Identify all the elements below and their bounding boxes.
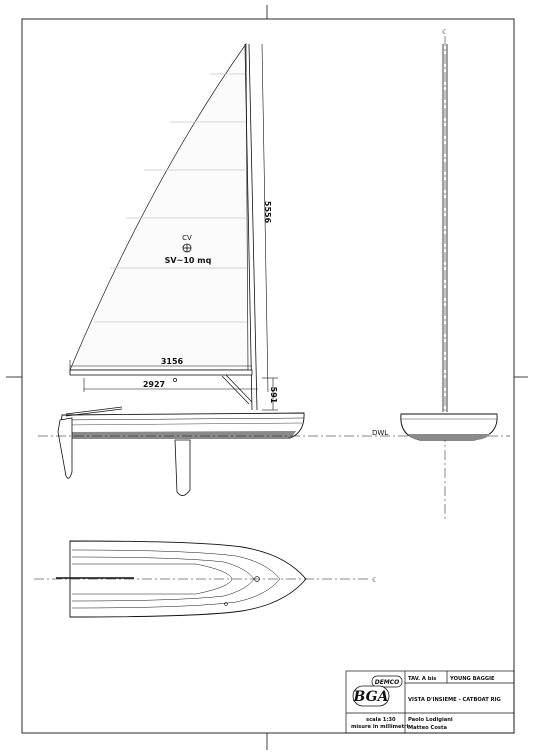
front-view: ☾ bbox=[400, 28, 498, 520]
boom bbox=[69, 369, 253, 376]
sheet-block bbox=[173, 378, 177, 382]
demco-bga-logo: DEMCO BGA bbox=[353, 675, 403, 707]
mast-height-dimension bbox=[261, 43, 269, 393]
front-mast-top-mark: ☾ bbox=[442, 28, 448, 36]
side-view: 5556 CV SV~10 mq 3156 2927 bbox=[57, 42, 305, 496]
svg-text:DEMCO: DEMCO bbox=[375, 679, 400, 686]
centre-of-effort-marker bbox=[182, 243, 192, 253]
hull-side bbox=[60, 412, 305, 439]
waterline-label: DWL bbox=[372, 429, 388, 437]
sail-batten-lines bbox=[94, 73, 247, 323]
sheet-frame bbox=[6, 5, 528, 750]
boom-height-label: 591 bbox=[269, 387, 278, 404]
cv-label: CV bbox=[182, 234, 192, 242]
drawing-units: misure in millimetri bbox=[351, 724, 409, 730]
front-mast bbox=[442, 44, 448, 412]
boom-height-dimension bbox=[262, 377, 278, 411]
front-hull bbox=[400, 413, 498, 441]
boom-length-label: 3156 bbox=[161, 357, 184, 366]
drawing-scale: scala 1:30 bbox=[366, 717, 396, 723]
sail-area-label: SV~10 mq bbox=[165, 256, 212, 265]
foot-length-dimension bbox=[83, 378, 258, 392]
plan-view: ☾ bbox=[34, 540, 378, 618]
author-1: Paolo Lodigiani bbox=[408, 717, 453, 723]
plan-mast-step bbox=[254, 576, 260, 582]
mast-height-label: 5556 bbox=[263, 201, 272, 224]
sail bbox=[69, 42, 249, 371]
tiller bbox=[65, 406, 123, 417]
svg-text:BGA: BGA bbox=[353, 689, 389, 705]
mast bbox=[244, 43, 258, 411]
rudder bbox=[57, 417, 73, 479]
sheet-title: VISTA D'INSIEME - CATBOAT RIG bbox=[408, 697, 501, 703]
centreboard bbox=[174, 439, 191, 496]
boat-name: YOUNG BAGGIE bbox=[449, 676, 495, 682]
plan-fitting bbox=[224, 602, 228, 606]
sheet-code: TAV. A bis bbox=[408, 676, 436, 682]
plan-centreline-mark: ☾ bbox=[372, 576, 378, 584]
author-2: Matteo Costa bbox=[408, 725, 447, 731]
title-block bbox=[345, 670, 515, 734]
boom-vang bbox=[221, 374, 253, 405]
foot-length-label: 2927 bbox=[143, 380, 165, 389]
